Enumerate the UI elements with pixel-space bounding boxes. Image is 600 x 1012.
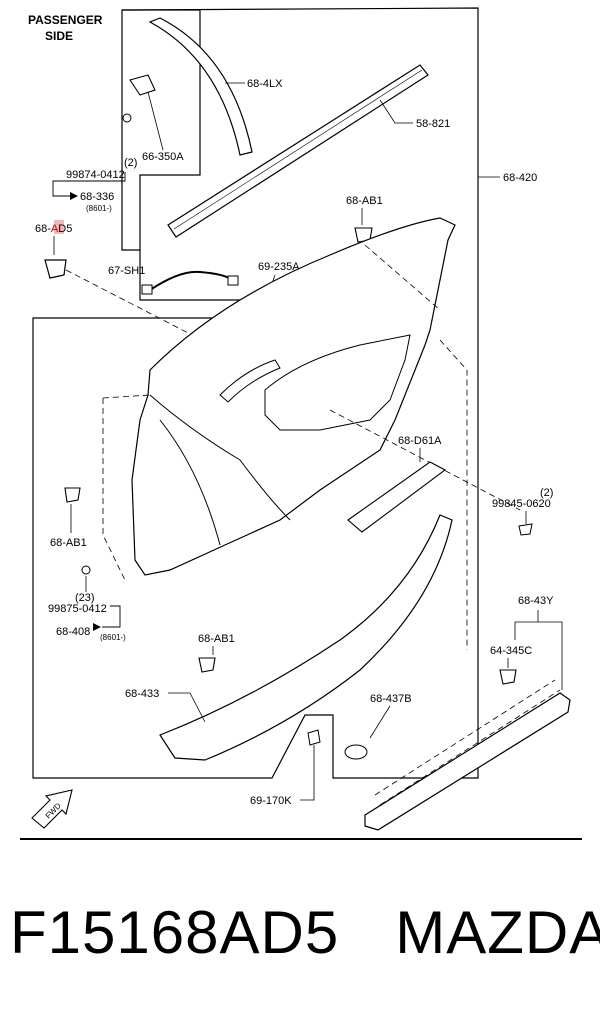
target-suffix: D5 <box>58 223 72 235</box>
harness-plug-left <box>141 284 153 295</box>
armrest-area <box>264 334 411 431</box>
label-target-part[interactable]: 68-AD5 <box>35 220 72 235</box>
door-pull-handle <box>219 359 281 403</box>
bracket-c <box>102 605 121 628</box>
label-screw-c-qty: (23) <box>75 592 95 604</box>
clip-345c-part <box>499 669 517 685</box>
weatherstrip-part <box>167 64 429 238</box>
sill-trim-part <box>364 692 571 831</box>
handle-bracket-part <box>347 461 447 533</box>
label-99875-0412: 99875-0412 <box>48 603 107 615</box>
screw-b-part <box>518 523 533 536</box>
label-68-d61a: 68-D61A <box>398 435 442 447</box>
label-68-43y: 68-43Y <box>518 595 554 607</box>
label-68-ab1-left: 68-AB1 <box>50 537 87 549</box>
label-screw-a-qty: (2) <box>124 157 137 169</box>
label-68-408-sub: (8601-) <box>100 633 126 642</box>
bracket-a <box>52 172 126 197</box>
weatherstrip-inner <box>173 69 423 230</box>
label-67-sh1: 67-SH1 <box>108 265 145 277</box>
harness-plug-right <box>227 275 239 286</box>
cap-part <box>344 744 368 760</box>
svg-text:68-AD5: 68-AD5 <box>35 223 72 235</box>
dash-ab1-top <box>364 244 441 311</box>
harness-part <box>149 270 233 291</box>
label-68-433: 68-433 <box>125 688 159 700</box>
label-68-4lx: 68-4LX <box>247 78 283 90</box>
arrow-c <box>93 623 101 631</box>
label-66-350a: 66-350A <box>142 151 184 163</box>
label-99845-0620: 99845-0620 <box>492 498 551 510</box>
highlight-box <box>54 220 64 234</box>
sill-trim-dashes <box>374 679 561 806</box>
label-68-ab1-top: 68-AB1 <box>346 195 383 207</box>
target-highlight: A <box>51 223 59 235</box>
fwd-arrow: FWD <box>31 789 73 829</box>
label-68-437b: 68-437B <box>370 693 412 705</box>
label-69-235a: 69-235A <box>258 261 300 273</box>
label-99874-0412: 99874-0412 <box>66 169 125 181</box>
clip-ab1-left-part <box>64 487 81 503</box>
label-64-345c: 64-345C <box>490 645 532 657</box>
panel-inner-curve <box>149 394 291 521</box>
label-68-336: 68-336 <box>80 191 114 203</box>
leader-68-433b <box>189 692 206 723</box>
molding-upper-part <box>148 17 253 156</box>
clip-retainer-part <box>129 74 156 96</box>
screw-a-head <box>122 113 132 123</box>
part-number: F15168AD5 <box>10 899 340 966</box>
bracket-43y <box>514 610 563 690</box>
leader-66-350a <box>147 91 164 151</box>
leader-58-821 <box>379 99 413 124</box>
brand-name: MAZDA <box>395 899 600 966</box>
lower-trim-part <box>159 514 453 761</box>
label-58-821: 58-821 <box>416 118 450 130</box>
arrow-a <box>70 192 78 200</box>
clip-ab1-lower-part <box>198 657 216 673</box>
footer-caption: F15168AD5 MAZDA <box>10 888 600 978</box>
dash-trim-h <box>329 409 521 511</box>
label-69-170k: 69-170K <box>250 795 292 807</box>
label-68-420: 68-420 <box>503 172 537 184</box>
lamp-lens-part <box>307 729 321 746</box>
label-68-408: 68-408 <box>56 626 90 638</box>
upper-box <box>122 9 201 250</box>
target-prefix: 68- <box>35 223 51 235</box>
label-screw-b-qty: (2) <box>540 487 553 499</box>
target-clip-part <box>44 259 67 279</box>
label-68-ab1-lower: 68-AB1 <box>198 633 235 645</box>
panel-lower-edge <box>159 419 221 546</box>
dashed-outline-panel <box>102 339 468 650</box>
leader-437b <box>369 705 391 739</box>
screw-c-head <box>81 565 91 575</box>
label-68-336-sub: (8601-) <box>86 204 112 213</box>
parts-diagram: PASSENGER SIDE 68-4LX 58-821 66-350A (2)… <box>20 7 582 840</box>
leader-170k <box>300 745 315 801</box>
side-label-line2: SIDE <box>45 29 73 43</box>
side-label-line1: PASSENGER <box>28 13 103 27</box>
